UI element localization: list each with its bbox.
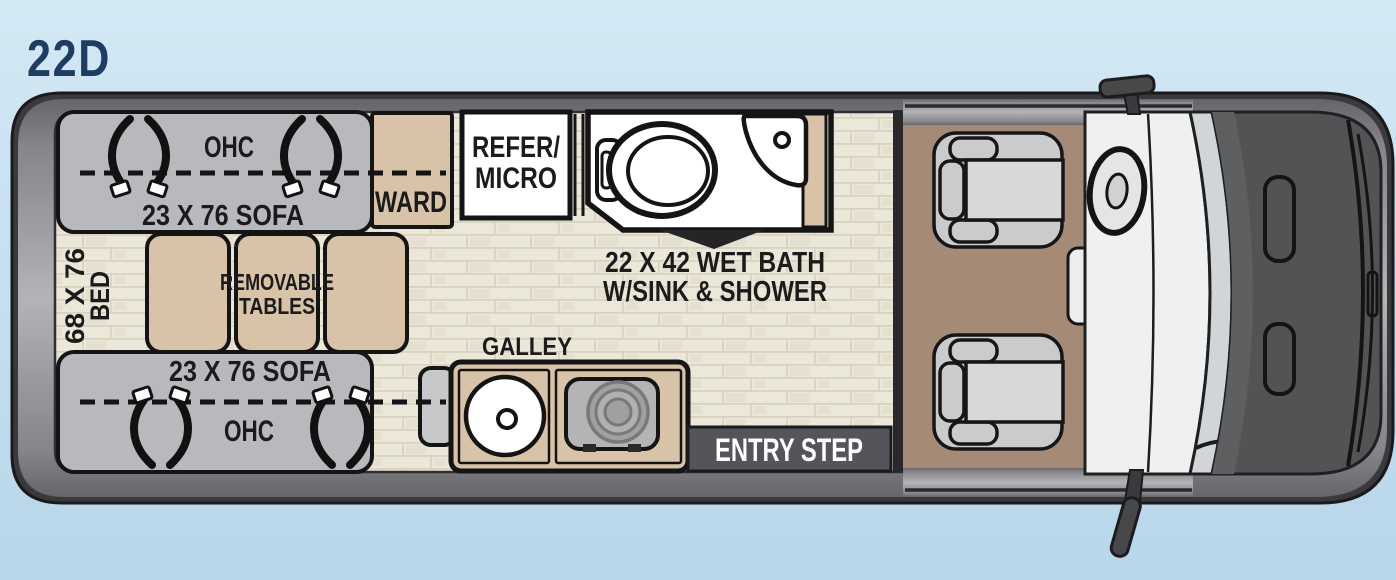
entry-step-label: ENTRY STEP [715, 432, 863, 468]
bed-size-label-line2: BED [85, 271, 115, 321]
entry-step [686, 425, 893, 473]
seatbelt-buckle [146, 179, 169, 199]
seatbelt-buckle [168, 385, 191, 405]
wet-bath: 22 X 42 WET BATH W/SINK & SHOWER [585, 109, 834, 308]
wet-bath-label-line1: 22 X 42 WET BATH [605, 247, 825, 279]
hood-cowl-highlight [1212, 112, 1253, 474]
entry: ENTRY STEP [686, 425, 893, 473]
kitchen: REFER/ MICRO GALLEY [448, 109, 691, 474]
mirror-glass [1109, 496, 1142, 558]
wardrobe-label: WARD [375, 186, 447, 219]
refrigerator-microwave-cabinet [459, 109, 573, 221]
seatbelt-buckle [318, 179, 341, 199]
model-number: 22D [27, 30, 111, 88]
refer-micro-label-line2: MICRO [475, 162, 557, 195]
seatbelt-strap [280, 115, 306, 188]
seat-armrest [948, 136, 999, 162]
seatbelt-strap [346, 396, 372, 469]
rear-lounge: OHC 23 X 76 SOFA WARD 68 X 76 BED REMOVA… [56, 110, 457, 474]
grille-slot [1366, 270, 1379, 318]
bumper-seam [1346, 119, 1365, 467]
removable-table [145, 232, 231, 354]
hood [1210, 110, 1383, 476]
seatbelt-buckle [311, 385, 334, 405]
stove-foot [583, 444, 596, 452]
sink-drain [496, 408, 518, 430]
removable-table [323, 232, 409, 354]
bed-size-label-line1: 68 X 76 [60, 248, 90, 344]
shower-drain [773, 131, 791, 149]
side-mirror-bottom [1109, 469, 1145, 558]
stove-burner-center [603, 397, 633, 427]
sink-cell-border [457, 368, 551, 465]
tables-label-line1: REMOVABLE [220, 269, 334, 295]
sofa-bottom-ohc-label: OHC [224, 415, 274, 448]
seat-headrest [938, 159, 966, 221]
cab [932, 74, 1383, 558]
corner-shower-pan [741, 113, 809, 188]
side-mirror-top [1098, 74, 1156, 115]
driver-seat [932, 131, 1065, 249]
seatbelt-pair [280, 115, 342, 199]
sofa-bottom-size-label: 23 X 76 SOFA [169, 356, 331, 388]
seatbelt-pair [130, 385, 192, 469]
hood-vent [1263, 175, 1296, 263]
galley-label: GALLEY [482, 333, 572, 361]
refer-micro-label-line1: REFER/ [472, 131, 561, 164]
seat-cushion [964, 360, 1065, 424]
seat-armrest [948, 420, 999, 446]
passenger-seat [932, 333, 1065, 451]
kitchen-wall-lines [573, 114, 585, 216]
grille-seam [1356, 133, 1374, 453]
seat-cushion [964, 158, 1065, 222]
hood-vent [1263, 322, 1296, 396]
sofa-top-size-label: 23 X 76 SOFA [142, 200, 304, 232]
seatbelt-strap [130, 396, 156, 469]
seatbelt-pair [310, 385, 372, 469]
bath-door-marker [660, 230, 764, 249]
toilet-bowl [626, 135, 710, 207]
stove-cell-border [554, 368, 683, 465]
dashboard-panel-line [1146, 113, 1155, 473]
seatbelt-strap [108, 115, 134, 188]
seatbelt-buckle [281, 179, 304, 199]
seatbelt-strap [310, 396, 336, 469]
cab-partition-wall [893, 110, 905, 472]
mirror-glass [1098, 74, 1156, 99]
seatbelt-buckle [348, 385, 371, 405]
tables-label-line2: TABLES [239, 293, 315, 319]
seatbelt-buckle [131, 385, 154, 405]
stove-foot [628, 444, 641, 452]
seat-armrest [948, 338, 999, 364]
seatbelt-strap [144, 115, 170, 188]
wet-bath-label-line2: W/SINK & SHOWER [603, 276, 827, 308]
seatbelt-strap [316, 115, 342, 188]
seat-armrest [948, 218, 999, 244]
sofa-top-ohc-label: OHC [204, 131, 254, 164]
seatbelt-pair [108, 115, 170, 199]
seat-headrest [938, 361, 966, 423]
wardrobe-cabinet [370, 111, 454, 229]
seatbelt-strap [166, 396, 192, 469]
seatbelt-buckle [109, 179, 132, 199]
steering-wheel-hub [1105, 172, 1129, 210]
